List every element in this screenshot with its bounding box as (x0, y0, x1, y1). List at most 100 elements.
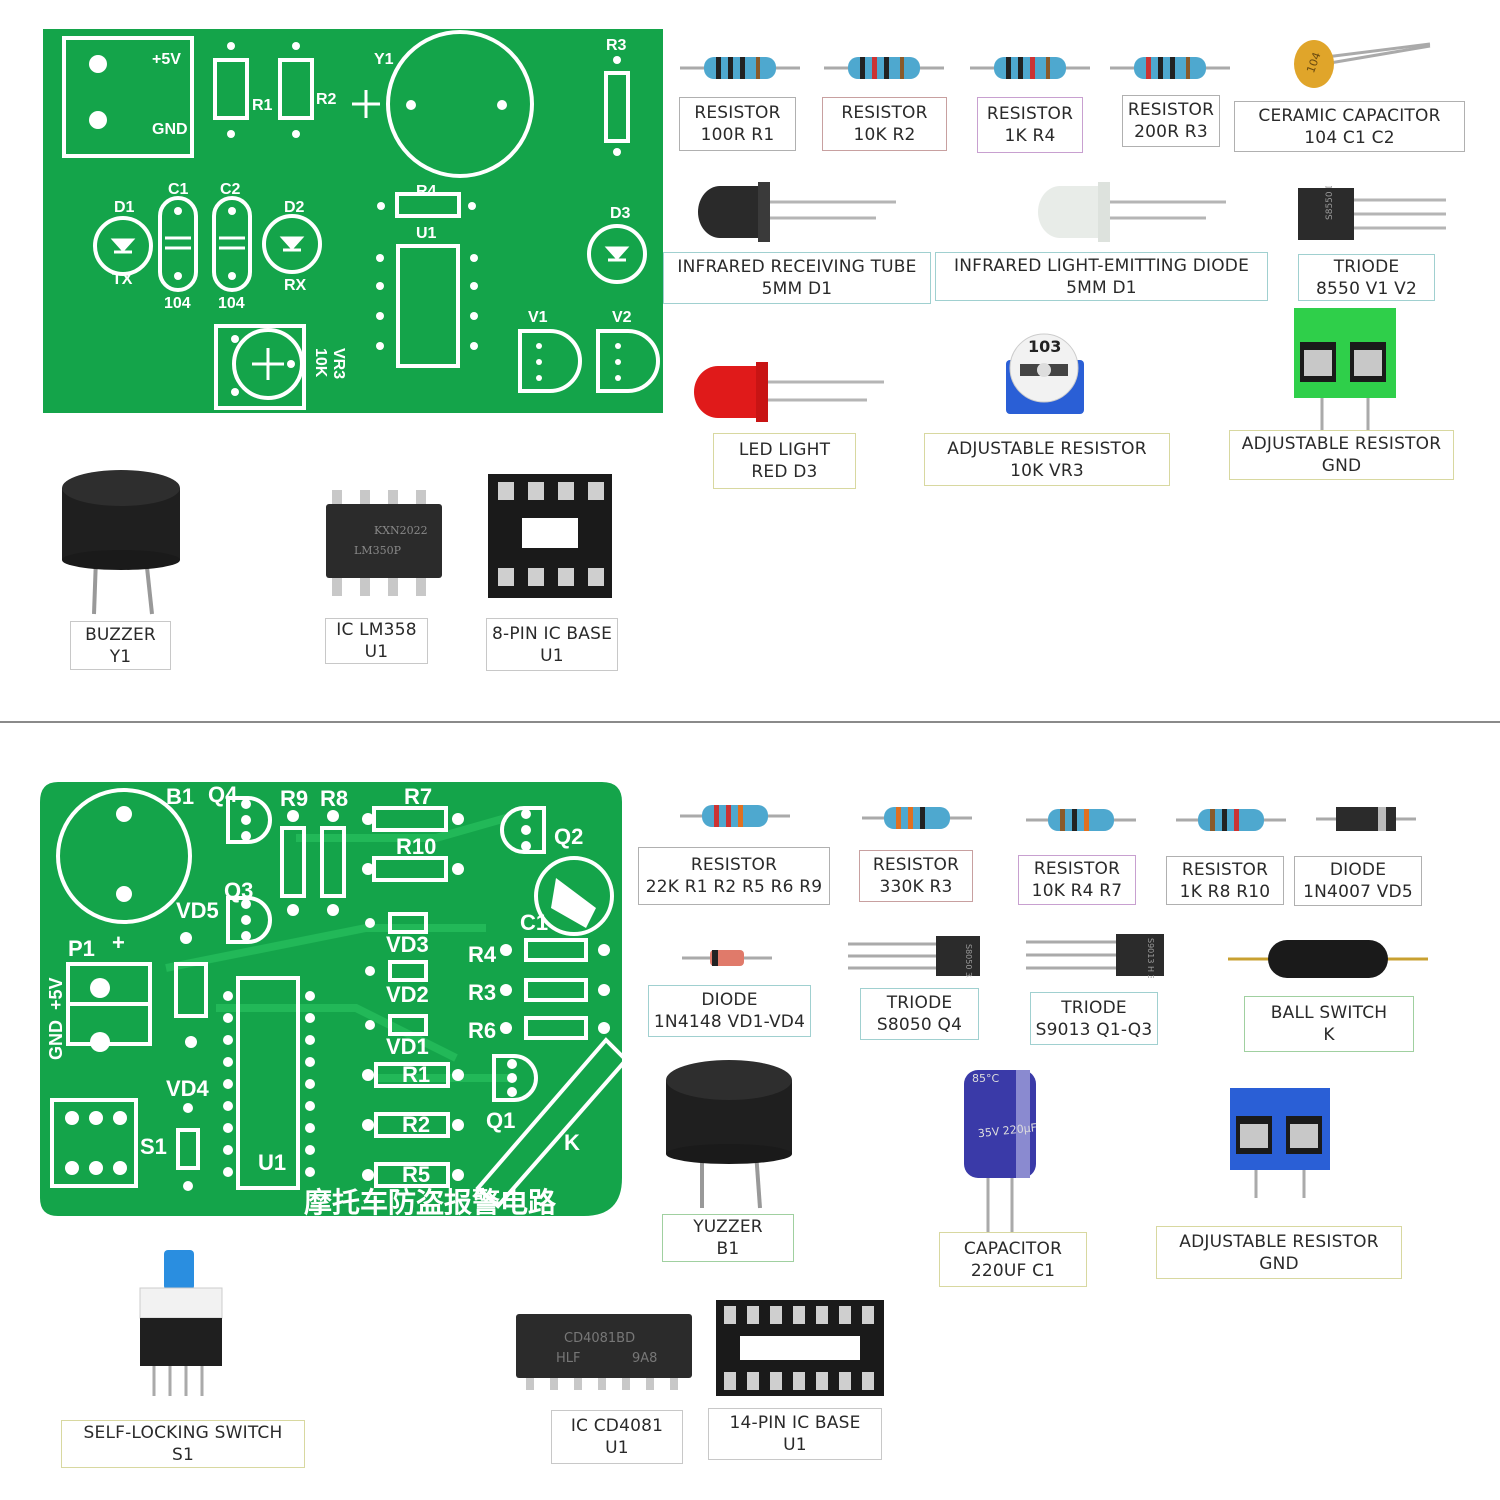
silk-r2: R2 (402, 1112, 430, 1137)
silk-r5: R5 (402, 1162, 430, 1187)
silk-plus5v: +5V (46, 977, 66, 1010)
silk-d1: D1 (114, 199, 135, 216)
silk-cap1-value: 104 (164, 295, 191, 312)
silk-c2: C2 (220, 181, 241, 198)
silk-r4: R4 (468, 942, 497, 967)
capacitor-temp-rating: 85°C (972, 1072, 999, 1085)
resistor-200r-image (1110, 57, 1230, 79)
adjustable-resistor-10k-image: 103 (1006, 333, 1084, 414)
silk-r3: R3 (468, 980, 496, 1005)
silk-cap2-value: 104 (218, 295, 245, 312)
silk-p1: P1 (68, 936, 95, 961)
silk-q2: Q2 (554, 824, 583, 849)
ic-cd4081-code2: HLF (556, 1351, 581, 1366)
ic-cd4081-code3: 9A8 (632, 1351, 657, 1366)
silk-u1: U1 (416, 225, 437, 242)
resistor-330k-image (862, 807, 972, 829)
silk-r4: R4 (416, 183, 437, 200)
triode-s8050-code: S8050 331 (964, 944, 973, 978)
top-pcb-board: +5V GND R1 R2 R3 R4 Y1 U1 C1 C2 D1 D2 D3… (43, 29, 663, 413)
silk-vd2: VD2 (386, 982, 429, 1007)
silk-r10: R10 (396, 834, 436, 859)
resistor-1k-image (970, 57, 1090, 79)
silk-v2: V2 (612, 309, 632, 326)
ic-base-8pin-image (488, 474, 612, 598)
diode-1n4148-image (682, 950, 772, 966)
silk-r8: R8 (320, 786, 348, 811)
silk-q4: Q4 (208, 782, 238, 807)
resistor-10k-b-image (1026, 809, 1136, 831)
pot-code: 103 (1028, 337, 1061, 356)
diode-1n4007-image (1316, 807, 1416, 831)
ball-switch-image (1228, 940, 1428, 978)
resistor-100r-image (680, 57, 800, 79)
buzzer-y1-image (62, 470, 180, 615)
silk-r7: R7 (404, 784, 432, 809)
capacitor-220uf-image: 85°C 35V 220μF (964, 1070, 1038, 1232)
silk-vr3-value: 10K (312, 348, 329, 378)
silk-s1: S1 (140, 1134, 167, 1159)
section-divider (0, 721, 1500, 723)
silk-c1: C1 (168, 181, 189, 198)
silk-r2: R2 (316, 91, 337, 108)
ic-cd4081-image: CD4081BD HLF 9A8 (516, 1314, 692, 1390)
resistor-1k-b-image (1176, 809, 1286, 831)
silk-r3: R3 (606, 37, 627, 54)
silk-u1: U1 (258, 1150, 286, 1175)
triode-s9013-code: S9013 H 331 (1146, 938, 1155, 978)
silk-rx: RX (284, 277, 307, 294)
silk-k: K (564, 1130, 580, 1155)
silk-d3: D3 (610, 205, 631, 222)
power-terminal-outline (62, 36, 194, 158)
silk-gnd: GND (46, 1020, 66, 1060)
blue-terminal-image (1230, 1088, 1330, 1198)
resistor-10k-image (824, 57, 944, 79)
silk-vd3: VD3 (386, 932, 429, 957)
silk-vr3: VR3 (330, 348, 347, 379)
silk-vd4: VD4 (166, 1076, 210, 1101)
silk-r1: R1 (402, 1062, 430, 1087)
ic-lm358-code2: KXN2022 (374, 524, 428, 537)
ic-lm358-image: KXN2022 LM350P (326, 490, 442, 596)
self-locking-switch-image (139, 1250, 223, 1396)
green-terminal-image (1294, 308, 1396, 432)
infrared-receiving-tube-image (698, 182, 896, 242)
silk-plus: + (112, 930, 125, 955)
silk-c1: C1 (520, 910, 548, 935)
silk-d2: D2 (284, 199, 305, 216)
silk-v1: V1 (528, 309, 548, 326)
board-title: 摩托车防盗报警电路 (304, 1186, 557, 1218)
silk-vd1: VD1 (386, 1034, 429, 1059)
ic-base-14pin-image (716, 1300, 884, 1396)
infrared-led-image (1038, 182, 1226, 242)
red-led-image (694, 362, 884, 422)
triode-8550-code: S8550 D 331 (1325, 186, 1335, 220)
silk-r1: R1 (252, 97, 273, 114)
